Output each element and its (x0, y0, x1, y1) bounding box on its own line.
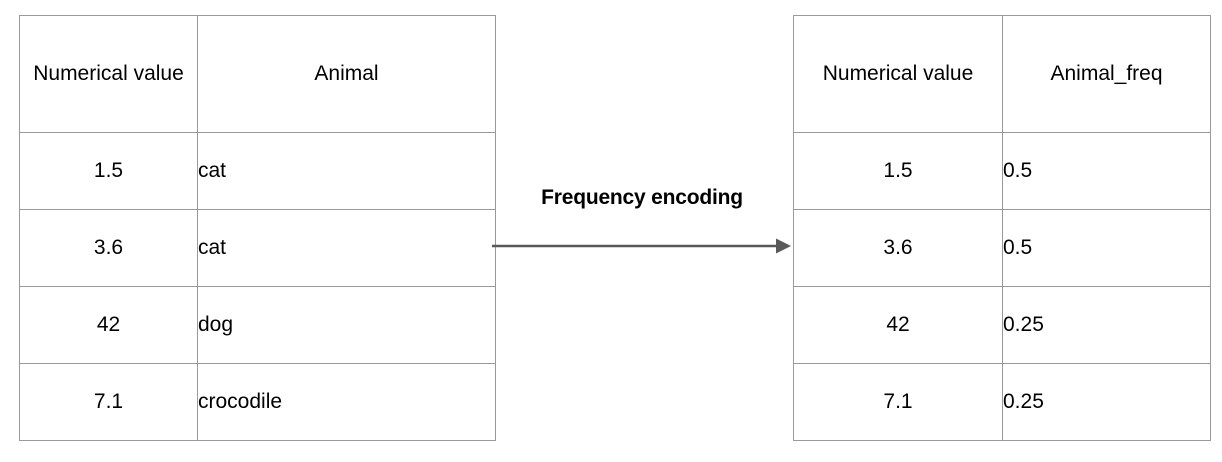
encoded-table: Numerical value Animal_freq 1.5 0.5 3.6 … (793, 15, 1211, 441)
encoded-cell-numerical-value: 1.5 (793, 132, 1003, 210)
table-header-row: Numerical value Animal_freq (793, 15, 1211, 133)
transform-arrow-group: Frequency encoding (492, 186, 792, 262)
table-row: 3.6 0.5 (793, 209, 1211, 287)
encoded-cell-numerical-value: 42 (793, 286, 1003, 364)
source-table: Numerical value Animal 1.5 cat 3.6 cat 4… (19, 15, 496, 441)
table-row: 42 dog (19, 286, 496, 364)
source-header-animal: Animal (197, 15, 496, 133)
encoded-header-numerical-value: Numerical value (793, 15, 1003, 133)
source-cell-numerical-value: 42 (19, 286, 198, 364)
source-table-body: 1.5 cat 3.6 cat 42 dog 7.1 crocodile (19, 132, 496, 441)
source-table-header: Numerical value Animal (19, 15, 496, 133)
table-row: 7.1 0.25 (793, 363, 1211, 441)
encoded-cell-animal-freq: 0.25 (1002, 286, 1211, 364)
table-row: 42 0.25 (793, 286, 1211, 364)
transform-label: Frequency encoding (541, 186, 743, 209)
table-row: 7.1 crocodile (19, 363, 496, 441)
table-row: 1.5 cat (19, 132, 496, 210)
encoded-cell-animal-freq: 0.25 (1002, 363, 1211, 441)
encoded-cell-animal-freq: 0.5 (1002, 209, 1211, 287)
encoded-cell-animal-freq: 0.5 (1002, 132, 1211, 210)
table-header-row: Numerical value Animal (19, 15, 496, 133)
encoded-header-animal-freq: Animal_freq (1002, 15, 1211, 133)
source-cell-animal: dog (197, 286, 496, 364)
source-cell-animal: cat (197, 132, 496, 210)
table-row: 1.5 0.5 (793, 132, 1211, 210)
source-cell-animal: crocodile (197, 363, 496, 441)
arrow-right-icon (492, 238, 791, 254)
encoded-cell-numerical-value: 7.1 (793, 363, 1003, 441)
source-header-numerical-value: Numerical value (19, 15, 198, 133)
source-cell-numerical-value: 7.1 (19, 363, 198, 441)
source-cell-animal: cat (197, 209, 496, 287)
table-row: 3.6 cat (19, 209, 496, 287)
encoded-table-body: 1.5 0.5 3.6 0.5 42 0.25 7.1 0.25 (793, 132, 1211, 441)
encoded-table-header: Numerical value Animal_freq (793, 15, 1211, 133)
source-cell-numerical-value: 3.6 (19, 209, 198, 287)
source-cell-numerical-value: 1.5 (19, 132, 198, 210)
encoded-cell-numerical-value: 3.6 (793, 209, 1003, 287)
